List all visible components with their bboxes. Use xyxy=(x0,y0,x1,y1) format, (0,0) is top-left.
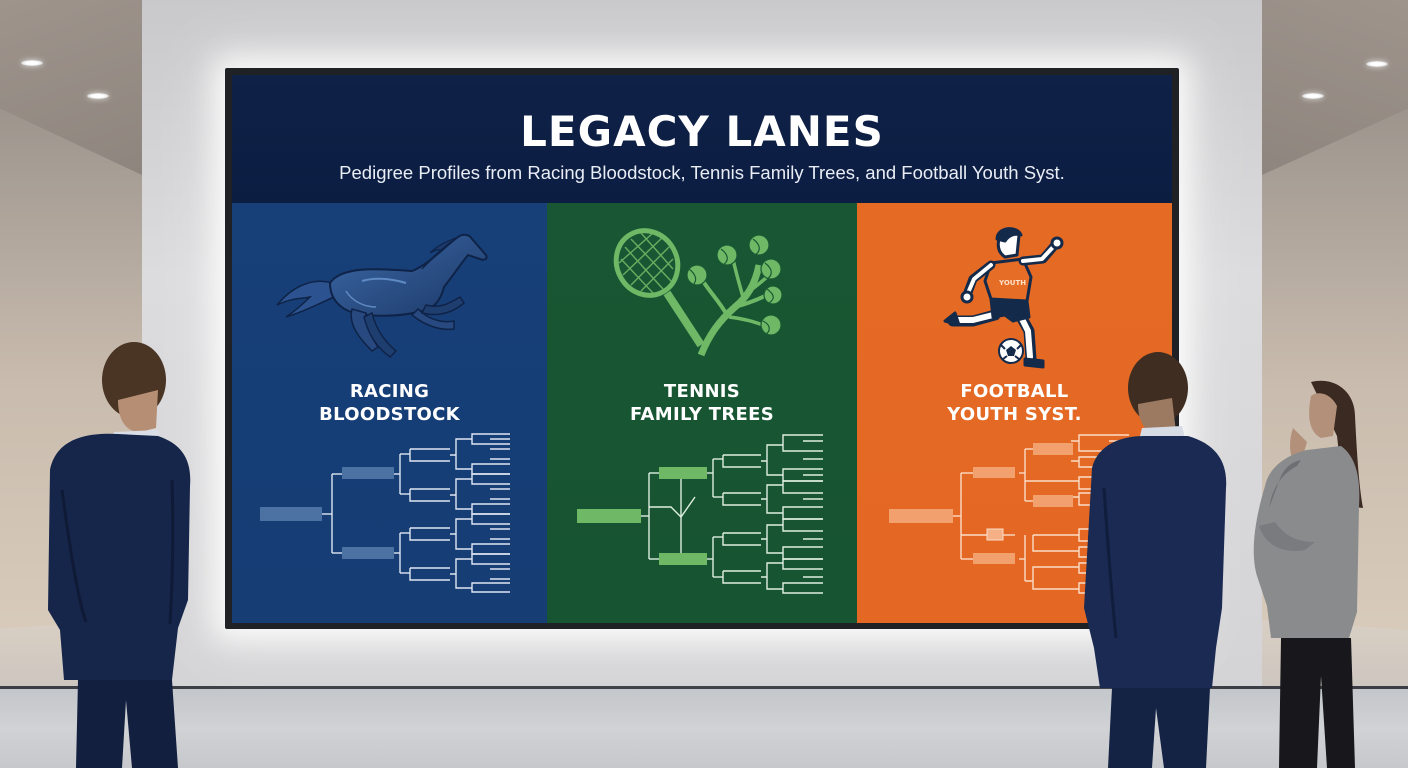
panel-label: RACING BLOODSTOCK xyxy=(232,380,547,426)
panel-label: TENNIS FAMILY TREES xyxy=(547,380,857,426)
ceiling-light-icon xyxy=(1366,61,1388,67)
ceiling-light-icon xyxy=(1302,93,1324,99)
panel-label-line2: BLOODSTOCK xyxy=(319,404,460,425)
shirt-text: YOUTH xyxy=(998,279,1026,287)
panel-label-line1: TENNIS xyxy=(663,381,741,402)
football-player-kicking-icon: YOUTH xyxy=(943,227,1064,369)
panel-racing-bloodstock: RACING BLOODSTOCK xyxy=(232,203,547,623)
woman-grey-blazer xyxy=(1253,380,1363,768)
panel-label-line2: YOUTH SYST. xyxy=(947,404,1082,425)
pedigree-bracket-diagram xyxy=(260,433,510,593)
panel-label-line1: RACING xyxy=(349,381,430,402)
display-header: LEGACY LANES Pedigree Profiles from Raci… xyxy=(232,75,1172,203)
display-title: LEGACY LANES xyxy=(520,107,884,156)
left-ceiling xyxy=(0,0,142,175)
wall-display: LEGACY LANES Pedigree Profiles from Raci… xyxy=(225,68,1179,629)
man-navy-suit-left xyxy=(48,342,191,768)
galloping-horse-icon xyxy=(276,233,488,358)
ceiling-light-icon xyxy=(21,60,43,66)
panel-label: FOOTBALL YOUTH SYST. xyxy=(857,380,1172,426)
panel-label-line2: FAMILY TREES xyxy=(629,404,775,425)
right-ceiling xyxy=(1262,0,1408,175)
tennis-racket-tree-icon xyxy=(613,228,783,357)
display-subtitle: Pedigree Profiles from Racing Bloodstock… xyxy=(339,162,1065,183)
ceiling-light-icon xyxy=(87,93,109,99)
pedigree-bracket-diagram xyxy=(577,434,823,594)
display-screen: LEGACY LANES Pedigree Profiles from Raci… xyxy=(232,75,1172,623)
panel-label-line1: FOOTBALL xyxy=(960,381,1069,402)
wall-baseboard xyxy=(0,686,1408,689)
panel-tennis-family-trees: TENNIS FAMILY TREES xyxy=(547,203,857,623)
man-navy-suit-right xyxy=(1084,352,1227,768)
